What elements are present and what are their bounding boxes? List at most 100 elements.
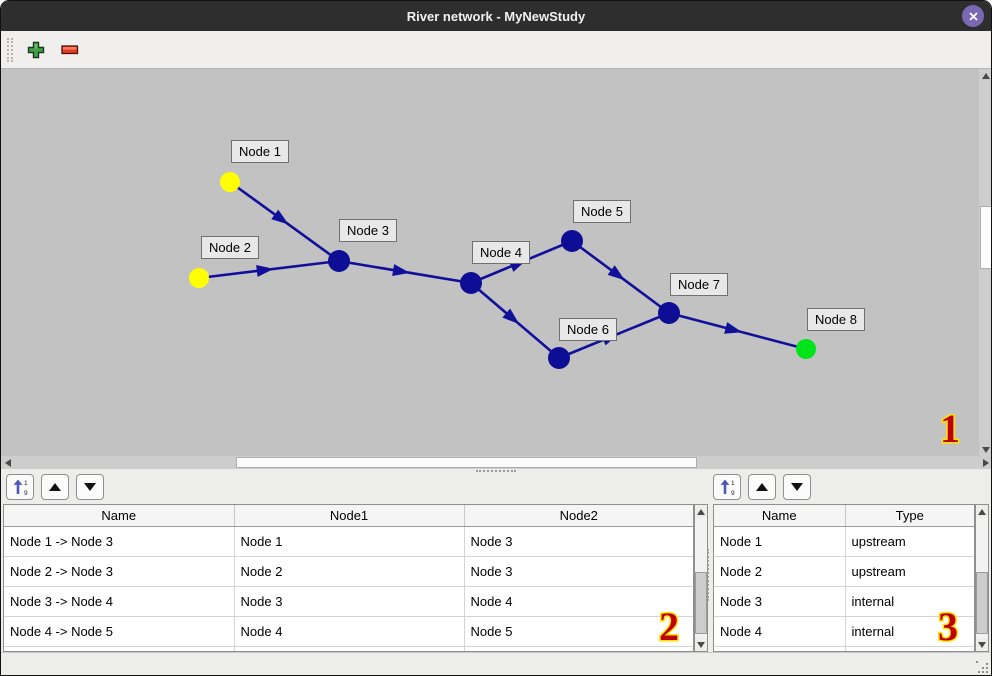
node-label-node-2[interactable]: Node 2 xyxy=(201,236,259,259)
edge-arrow-icon xyxy=(607,265,625,281)
node-circle-node-2[interactable] xyxy=(189,268,209,288)
nodes-table-toolbar: 1 9 xyxy=(713,474,811,500)
scroll-up-button[interactable] xyxy=(979,69,991,82)
arrow-up-icon xyxy=(978,508,986,515)
table-cell[interactable]: Node 1 -> Node 3 xyxy=(4,526,235,557)
column-header[interactable]: Name xyxy=(714,505,846,527)
vertical-scroll-thumb[interactable] xyxy=(980,206,991,269)
toolbar xyxy=(1,31,991,69)
scroll-right-button[interactable] xyxy=(979,456,991,469)
node-circle-node-4[interactable] xyxy=(460,272,482,294)
scroll-up-button[interactable] xyxy=(695,505,707,518)
network-canvas[interactable]: Node 1 Node 2 Node 3 Node 4 Node 5 Node 6 Node… xyxy=(1,69,979,456)
node-label-node-8[interactable]: Node 8 xyxy=(807,308,865,331)
table-cell[interactable]: internal xyxy=(845,616,974,647)
table-cell[interactable]: Node 1 xyxy=(234,526,465,557)
table-cell[interactable]: Node 4 xyxy=(464,586,693,617)
column-header[interactable]: Type xyxy=(845,505,974,527)
column-header[interactable]: Node1 xyxy=(234,505,465,527)
node-label-node-7[interactable]: Node 7 xyxy=(670,273,728,296)
column-header[interactable]: Name xyxy=(4,505,235,527)
table-cell[interactable]: Node 3 -> Node 4 xyxy=(4,586,235,617)
move-row-down-button[interactable] xyxy=(783,474,811,500)
node-label-node-5[interactable]: Node 5 xyxy=(573,200,631,223)
table-cell[interactable]: Node 2 -> Node 3 xyxy=(4,556,235,587)
scroll-up-button[interactable] xyxy=(976,505,988,518)
arrow-up-icon xyxy=(697,508,705,515)
column-header[interactable]: Node2 xyxy=(464,505,693,527)
table-row[interactable] xyxy=(714,646,974,651)
node-circle-node-3[interactable] xyxy=(328,250,350,272)
svg-text:9: 9 xyxy=(731,490,735,496)
titlebar[interactable]: River network - MyNewStudy xyxy=(1,1,991,31)
sort-rows-button[interactable]: 1 9 xyxy=(6,474,34,500)
node-label-node-6[interactable]: Node 6 xyxy=(559,318,617,341)
table-cell[interactable]: internal xyxy=(845,586,974,617)
canvas-vertical-scrollbar[interactable] xyxy=(979,69,991,456)
nodes-table-scrollbar[interactable] xyxy=(975,504,989,652)
table-cell[interactable] xyxy=(714,646,846,651)
minus-icon xyxy=(61,44,79,54)
scroll-down-button[interactable] xyxy=(979,443,991,456)
node-label-node-1[interactable]: Node 1 xyxy=(231,140,289,163)
vertical-splitter-handle[interactable] xyxy=(707,549,711,601)
table-cell[interactable]: Node 4 -> Node 5 xyxy=(4,616,235,647)
move-row-up-button[interactable] xyxy=(41,474,69,500)
scroll-left-button[interactable] xyxy=(1,456,14,469)
table-cell[interactable] xyxy=(845,646,974,651)
table-cell[interactable]: Node 4 xyxy=(714,616,846,647)
node-label-node-3[interactable]: Node 3 xyxy=(339,219,397,242)
table-cell[interactable] xyxy=(464,646,693,651)
sort-ascending-icon: 1 9 xyxy=(13,479,28,496)
table-cell[interactable]: Node 1 xyxy=(714,526,846,557)
remove-node-button[interactable] xyxy=(59,43,81,57)
move-row-up-button[interactable] xyxy=(748,474,776,500)
table-cell[interactable]: Node 3 xyxy=(234,586,465,617)
edges-table-scrollbar[interactable] xyxy=(694,504,708,652)
table-cell[interactable]: upstream xyxy=(845,556,974,587)
canvas-horizontal-scrollbar[interactable] xyxy=(1,456,991,469)
table-cell[interactable] xyxy=(4,646,235,651)
sort-rows-button[interactable]: 1 9 xyxy=(713,474,741,500)
node-circle-node-7[interactable] xyxy=(658,302,680,324)
add-node-button[interactable] xyxy=(25,39,47,61)
table-cell[interactable]: Node 2 xyxy=(234,556,465,587)
move-row-down-button[interactable] xyxy=(76,474,104,500)
horizontal-scroll-thumb[interactable] xyxy=(236,457,697,468)
triangle-up-icon xyxy=(756,483,768,491)
table-row[interactable] xyxy=(4,646,693,651)
table-cell[interactable]: Node 3 xyxy=(714,586,846,617)
table-cell[interactable]: Node 5 xyxy=(464,616,693,647)
node-circle-node-1[interactable] xyxy=(220,172,240,192)
node-circle-node-5[interactable] xyxy=(561,230,583,252)
table-cell[interactable]: upstream xyxy=(845,526,974,557)
vertical-scroll-thumb[interactable] xyxy=(695,572,707,634)
node-label-node-4[interactable]: Node 4 xyxy=(472,241,530,264)
horizontal-splitter-handle[interactable] xyxy=(476,470,516,473)
window-resize-grip[interactable] xyxy=(976,661,988,673)
edge-arrow-icon xyxy=(271,209,289,225)
node-circle-node-6[interactable] xyxy=(548,347,570,369)
close-button[interactable] xyxy=(962,5,984,27)
vertical-scroll-thumb[interactable] xyxy=(976,572,988,634)
table-cell[interactable]: Node 2 xyxy=(714,556,846,587)
scroll-down-button[interactable] xyxy=(976,638,988,651)
scroll-down-button[interactable] xyxy=(695,638,707,651)
table-cell[interactable]: Node 3 xyxy=(464,556,693,587)
edges-table-toolbar: 1 9 xyxy=(6,474,104,500)
table-cell[interactable] xyxy=(234,646,465,651)
table-cell[interactable]: Node 4 xyxy=(234,616,465,647)
node-circle-node-8[interactable] xyxy=(796,339,816,359)
table-cell[interactable]: Node 3 xyxy=(464,526,693,557)
toolbar-grip-handle[interactable] xyxy=(7,37,13,62)
